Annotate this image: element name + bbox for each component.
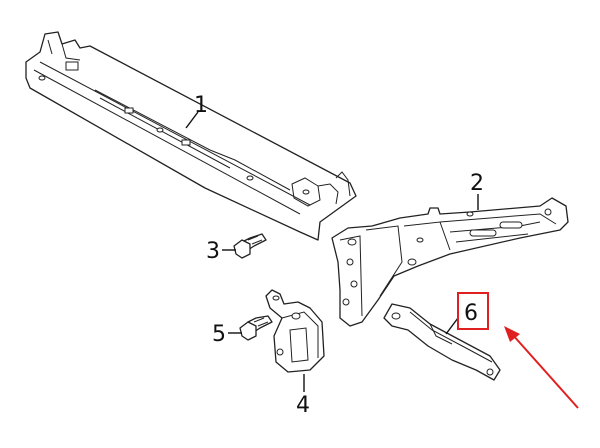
callout-6: 6 [464,301,478,326]
part-6-brace [383,303,501,381]
leader-1 [185,111,199,129]
callout-2: 2 [470,171,484,196]
highlight-box [457,292,489,330]
callout-5: 5 [212,322,226,347]
red-arrow-icon [511,333,579,409]
leader-6 [445,317,459,335]
part-2-side-member [331,197,569,327]
red-arrowhead-icon [504,326,520,342]
callout-3: 3 [206,239,220,264]
part-3-bolt [233,233,267,259]
part-4-bracket [265,289,325,373]
callout-1: 1 [194,93,208,118]
callout-4: 4 [296,393,310,418]
part-1-upper-support-bar [25,31,357,241]
part-5-bolt [239,315,273,341]
